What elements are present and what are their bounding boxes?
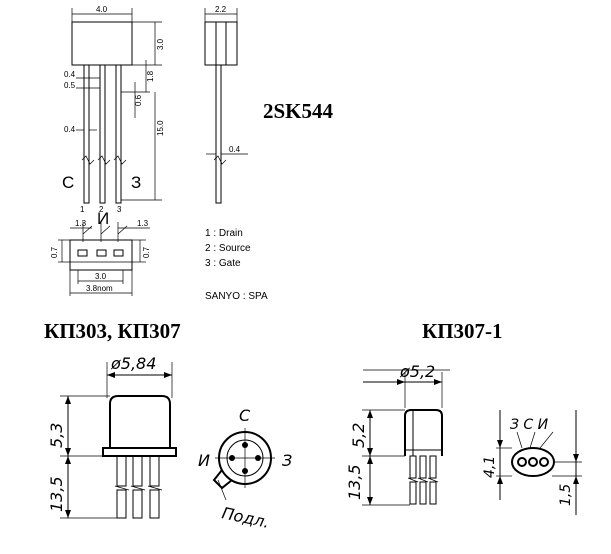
dim-width: 4.0: [96, 5, 108, 14]
kp303-lead-length: 13,5: [47, 476, 66, 512]
kp303-dia: ø5,84: [110, 354, 156, 373]
dim-lead-width: 0.4: [64, 125, 76, 134]
lead-mark-2: 2: [99, 205, 104, 214]
kp3071-title: КП307-1: [422, 319, 503, 343]
dim-pitch-b: 0.5: [64, 81, 76, 90]
dim-lead-step: 0.6: [134, 94, 143, 106]
kp303-pin-source: И: [198, 451, 210, 470]
kp3071-cap: [404, 409, 443, 456]
kp303-bottom-view: С И З Подл.: [198, 406, 292, 532]
dim-bottom-h-right: 0.7: [142, 246, 151, 258]
dim-body-height: 3.0: [156, 38, 165, 50]
legend-drain: 1 : Drain: [205, 228, 243, 239]
legend-source: 2 : Source: [205, 243, 251, 254]
sanyo-side-view: 2.2 0.4: [204, 5, 248, 204]
kp3071-bottom-dim: 1,5: [558, 484, 574, 506]
sanyo-body: [71, 21, 133, 66]
sanyo-bottom-body: [69, 239, 133, 271]
kp303-height: 5,3: [47, 423, 66, 448]
kp3071-height: 5,2: [349, 423, 368, 448]
sanyo-bottom-view: 1.3 1.3 0.7 0.7 3.0 3.8nom: [50, 219, 151, 296]
dim-lead-length: 15.0: [156, 120, 165, 136]
lead-mark-1: 1: [80, 205, 85, 214]
pin-label-source: И: [97, 209, 109, 228]
dim-lead-offset: 1.8: [146, 70, 155, 82]
kp3071-front-view: ø5,2 5,2 13,5: [345, 362, 450, 506]
kp3071-side-dim: 4,1: [482, 456, 498, 478]
dim-bottom-h-left: 0.7: [50, 246, 59, 258]
kp3071-lead-length: 13,5: [345, 464, 364, 500]
kp303-pin-drain: С: [239, 406, 251, 425]
package-label: SANYO : SPA: [205, 291, 268, 302]
kp303-front-view: ø5,84 5,3 13,5: [47, 354, 177, 519]
lead-mark-3: 3: [117, 205, 122, 214]
pin-label-drain: С: [62, 173, 74, 192]
sanyo-title: 2SK544: [263, 99, 334, 123]
dim-side-lead: 0.4: [229, 145, 241, 154]
sanyo-lead-2: [99, 64, 106, 204]
dim-pitch-a: 0.4: [64, 70, 76, 79]
dim-pin-spacing-right: 1.3: [137, 219, 149, 228]
kp303-flange: [102, 447, 177, 457]
dim-thickness: 2.2: [215, 5, 227, 14]
sanyo-side-body: [204, 21, 238, 66]
kp303-title: КП303, КП307: [44, 319, 181, 343]
kp3071-dia: ø5,2: [399, 362, 435, 381]
sanyo-lead-1: [83, 64, 90, 204]
sanyo-lead-3: [115, 64, 122, 204]
dim-bottom-inner: 3.0: [95, 272, 107, 281]
sanyo-front-view: 4.0 0.4 0.5 0.4 3.0 1.8 0.6 15.0 1 2: [62, 5, 165, 228]
kp303-cap: [109, 395, 171, 448]
kp3071-bottom-view: З С И 4,1 1,5: [482, 410, 582, 515]
legend-gate: 3 : Gate: [205, 258, 241, 269]
dim-pin-spacing-left: 1.3: [75, 219, 87, 228]
dim-bottom-outer: 3.8nom: [86, 284, 113, 293]
sanyo-side-lead: [215, 64, 222, 204]
kp303-pin-gate: З: [282, 451, 292, 470]
kp303-pin-case: Подл.: [220, 503, 271, 532]
kp3071-pin-header: З С И: [510, 417, 549, 433]
pin-label-gate: З: [131, 173, 141, 192]
